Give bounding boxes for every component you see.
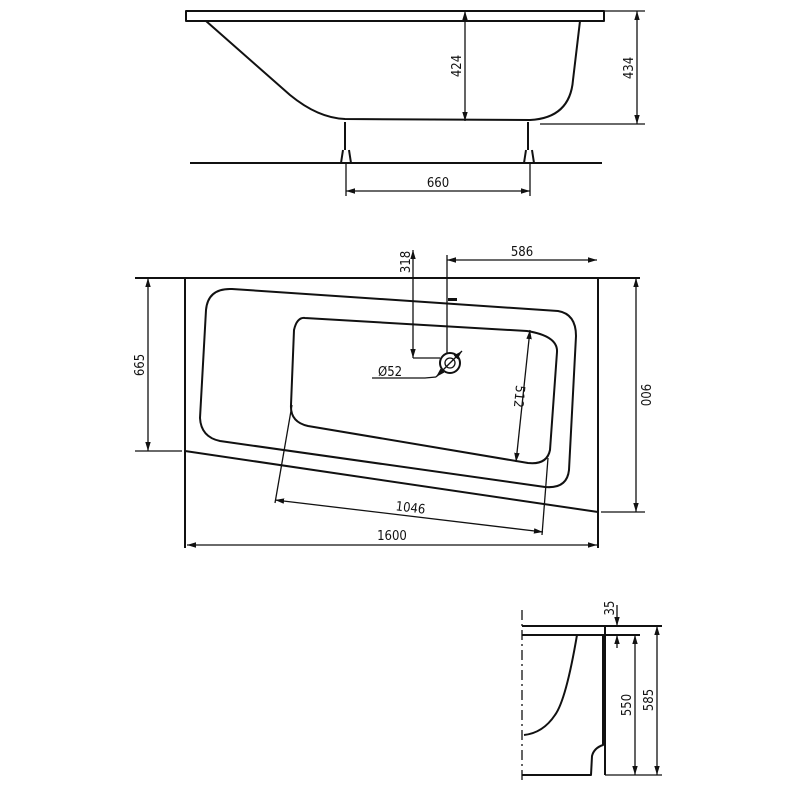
dim-line-512 (514, 329, 532, 463)
dim-35: 35 (603, 601, 618, 616)
ext-line (274, 404, 293, 504)
dim-660: 660 (427, 176, 449, 191)
dim-drain-diameter: Ø52 (378, 365, 402, 380)
tub-inner-basin (289, 316, 559, 465)
tub-outer-rim (199, 287, 577, 489)
tub-legs (340, 122, 535, 164)
dim-line-1046 (274, 498, 544, 534)
side-view: 424 434 660 (185, 10, 645, 196)
tub-rim (185, 10, 605, 22)
dim-900: 900 (637, 384, 652, 406)
ext-line (541, 457, 549, 536)
tub-body-profile (205, 20, 581, 121)
dim-318: 318 (399, 251, 414, 273)
apron-panel (522, 634, 604, 776)
tub-inner-profile (523, 634, 578, 736)
dim-1600: 1600 (377, 529, 407, 544)
dim-550: 550 (620, 694, 635, 716)
drain-diameter-line (435, 350, 463, 378)
dim-585: 585 (642, 689, 657, 711)
dim-1046: 1046 (395, 499, 426, 517)
dim-424: 424 (450, 55, 465, 77)
plan-view: Ø52 318 586 665 900 512 1046 1600 (133, 245, 652, 548)
overflow-icon (448, 298, 457, 301)
dim-586: 586 (511, 245, 533, 260)
dim-512: 512 (510, 384, 527, 408)
front-slanted-edge (184, 450, 599, 513)
dim-434: 434 (622, 57, 637, 79)
drain-leader (372, 376, 437, 379)
dim-665: 665 (133, 354, 148, 376)
end-view: 35 550 585 (521, 601, 662, 782)
